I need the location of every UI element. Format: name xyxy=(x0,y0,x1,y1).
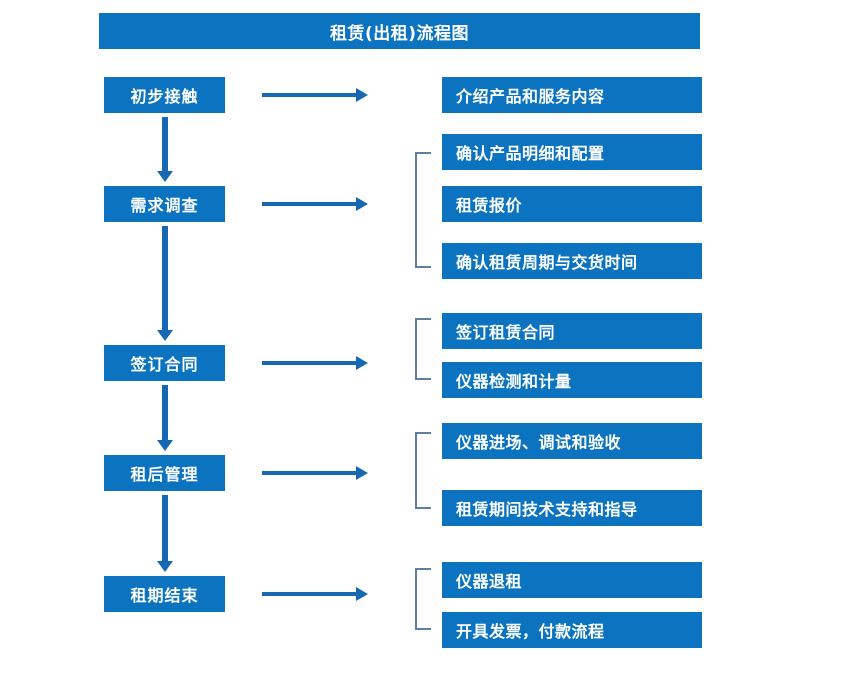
detail-box-介绍产品和服务内容[interactable]: 介绍产品和服务内容 xyxy=(442,77,702,113)
arrow-head xyxy=(356,88,368,102)
stage-box-租期结束[interactable]: 租期结束 xyxy=(104,576,225,612)
detail-box-租赁期间技术支持和指导[interactable]: 租赁期间技术支持和指导 xyxy=(442,490,702,526)
group-bracket-租期结束明细组 xyxy=(415,568,431,630)
arrow-shaft xyxy=(262,592,358,596)
stage-box-租后管理[interactable]: 租后管理 xyxy=(104,455,225,491)
arrow-shaft xyxy=(162,117,168,171)
arrow-head xyxy=(356,587,368,601)
detail-box-租赁报价[interactable]: 租赁报价 xyxy=(442,186,702,222)
arrow-head xyxy=(157,171,173,182)
arrow-shaft xyxy=(162,226,168,330)
horizontal-arrow-初步接触 xyxy=(262,88,368,102)
arrow-shaft xyxy=(162,495,168,561)
horizontal-arrow-租后管理 xyxy=(262,466,368,480)
detail-box-确认产品明细和配置[interactable]: 确认产品明细和配置 xyxy=(442,134,702,170)
vertical-arrow-签订合同-租后管理 xyxy=(157,385,173,452)
arrow-shaft xyxy=(262,202,358,206)
vertical-arrow-租后管理-租期结束 xyxy=(157,495,173,573)
arrow-head xyxy=(356,466,368,480)
vertical-arrow-需求调查-签订合同 xyxy=(157,226,173,342)
detail-box-仪器进场调试和验收[interactable]: 仪器进场、调试和验收 xyxy=(442,423,702,459)
detail-box-仪器检测和计量[interactable]: 仪器检测和计量 xyxy=(442,362,702,398)
detail-box-仪器退租[interactable]: 仪器退租 xyxy=(442,562,702,598)
arrow-head xyxy=(356,356,368,370)
arrow-shaft xyxy=(162,385,168,440)
detail-box-签订租赁合同[interactable]: 签订租赁合同 xyxy=(442,313,702,349)
arrow-head xyxy=(157,440,173,451)
arrow-head xyxy=(356,197,368,211)
group-bracket-租后管理明细组 xyxy=(415,432,431,509)
arrow-shaft xyxy=(262,471,358,475)
vertical-arrow-初步接触-需求调查 xyxy=(157,117,173,183)
horizontal-arrow-租期结束 xyxy=(262,587,368,601)
stage-box-需求调查[interactable]: 需求调查 xyxy=(104,186,225,222)
stage-box-签订合同[interactable]: 签订合同 xyxy=(104,345,225,381)
horizontal-arrow-需求调查 xyxy=(262,197,368,211)
arrow-head xyxy=(157,330,173,341)
arrow-head xyxy=(157,561,173,572)
detail-box-确认租赁周期与交货时间[interactable]: 确认租赁周期与交货时间 xyxy=(442,243,702,279)
group-bracket-需求调查明细组 xyxy=(415,152,431,268)
detail-box-开具发票付款流程[interactable]: 开具发票，付款流程 xyxy=(442,612,702,648)
stage-box-初步接触[interactable]: 初步接触 xyxy=(104,77,225,113)
flowchart-title: 租赁(出租)流程图 xyxy=(99,13,700,49)
arrow-shaft xyxy=(262,93,358,97)
group-bracket-签订合同明细组 xyxy=(415,318,431,380)
horizontal-arrow-签订合同 xyxy=(262,356,368,370)
arrow-shaft xyxy=(262,361,358,365)
